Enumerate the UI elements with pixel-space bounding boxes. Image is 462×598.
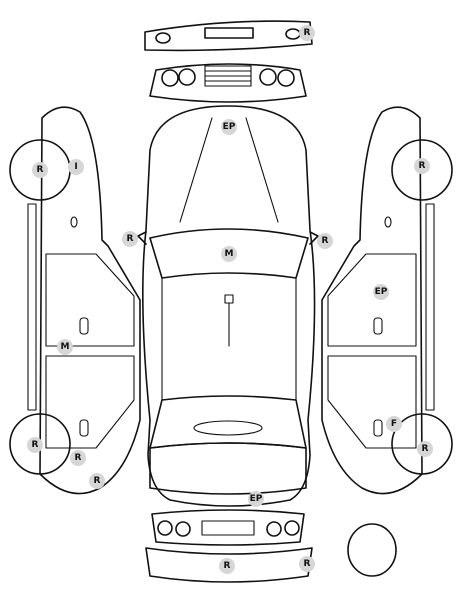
badge-right-rear-wheel: R [417, 441, 433, 457]
badge-rear-bumper-top: R [299, 25, 315, 41]
svg-text:F: F [391, 419, 397, 429]
rear-bumper-bottom [145, 547, 313, 583]
badge-left-rear-corner: R [89, 473, 105, 489]
svg-text:R: R [224, 561, 231, 571]
svg-text:R: R [304, 28, 311, 38]
svg-text:R: R [419, 161, 426, 171]
badge-left-front-wheel: R [32, 162, 48, 178]
svg-text:R: R [94, 476, 101, 486]
svg-text:R: R [322, 236, 329, 246]
svg-text:EP: EP [250, 494, 263, 504]
badge-right-mirror: R [317, 233, 333, 249]
badge-front-hood: EP [221, 119, 237, 135]
badge-right-front-wheel: R [414, 158, 430, 174]
badge-roof: M [221, 246, 237, 262]
svg-text:R: R [32, 440, 39, 450]
svg-text:M: M [225, 249, 234, 259]
svg-text:M: M [61, 342, 70, 352]
spare-wheel [347, 523, 397, 577]
svg-text:I: I [74, 162, 77, 172]
badge-left-mirror: R [122, 231, 138, 247]
badge-left-sill: M [57, 339, 73, 355]
svg-text:R: R [127, 234, 134, 244]
right-side-view [321, 106, 453, 495]
car-body [137, 105, 319, 507]
badge-left-rear-arch: R [70, 450, 86, 466]
front-grille [149, 63, 307, 103]
svg-text:R: R [304, 559, 311, 569]
badge-rear-bumper-bottom-1: R [219, 558, 235, 574]
svg-text:EP: EP [223, 122, 236, 132]
badge-right-front-door: EP [373, 284, 389, 300]
badge-trunk: EP [248, 491, 264, 507]
svg-text:EP: EP [375, 287, 388, 297]
svg-text:R: R [422, 444, 429, 454]
front-bumper-top [144, 20, 313, 52]
svg-text:R: R [75, 453, 82, 463]
left-side-view [9, 106, 141, 495]
badge-right-rear-door: F [386, 416, 402, 432]
rear-lights [151, 509, 305, 546]
badge-rear-bumper-bottom-2: R [299, 556, 315, 572]
badge-left-rear-wheel: R [27, 437, 43, 453]
badge-left-front-fender: I [68, 159, 84, 175]
svg-text:R: R [37, 165, 44, 175]
